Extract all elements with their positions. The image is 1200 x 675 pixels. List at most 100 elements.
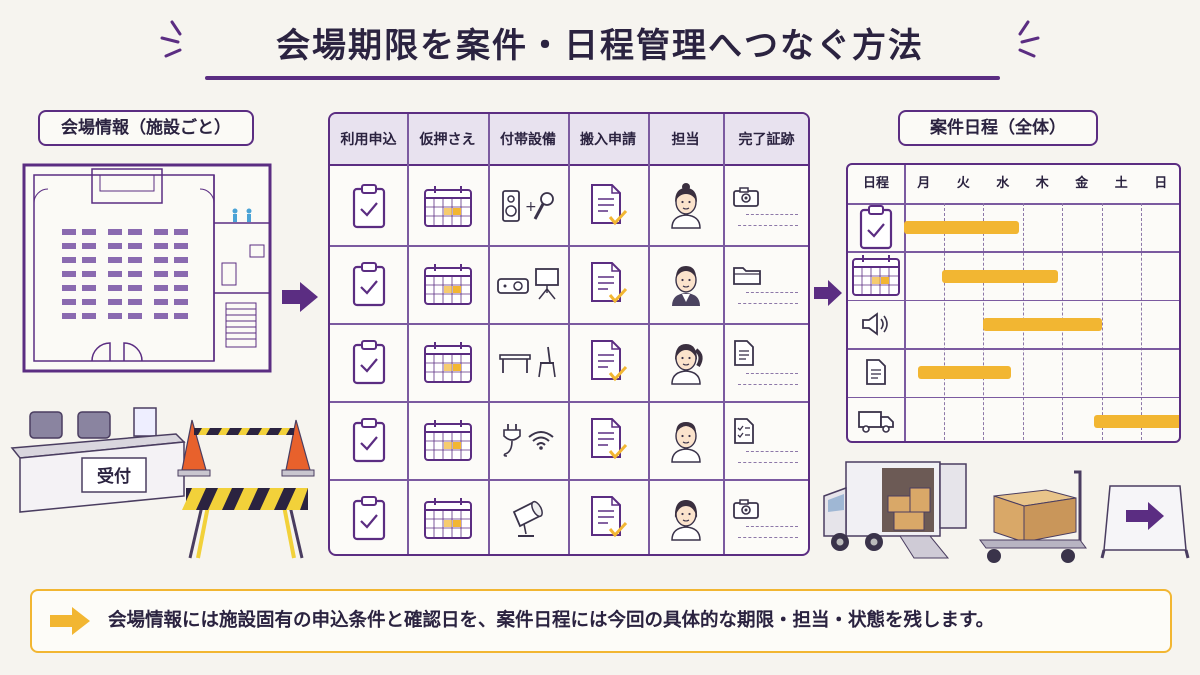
speaker-icon — [501, 189, 521, 223]
application-cell — [330, 167, 407, 245]
equipment-cell — [488, 479, 568, 554]
calendar-icon — [423, 262, 473, 306]
header-application: 利用申込 — [340, 132, 397, 148]
loading-application-cell — [568, 245, 648, 323]
calendar-icon — [423, 340, 473, 384]
checklist-icon — [732, 417, 756, 445]
application-cell — [330, 323, 407, 401]
male-staff-suit-icon — [666, 260, 706, 308]
header-equipment: 付帯設備 — [500, 132, 556, 148]
equipment-cell — [488, 245, 568, 323]
summary-note-text: 会場情報には施設固有の申込条件と確認日を、案件日程には今回の具体的な期限・担当・… — [108, 610, 995, 631]
loading-application-cell — [568, 323, 648, 401]
power-plug-icon — [501, 422, 523, 458]
truck-icon — [854, 403, 898, 439]
document-icon — [854, 354, 898, 390]
schedule-day-header: 月 — [917, 176, 931, 191]
calendar-icon — [852, 255, 900, 297]
venue-requirements-table: 利用申込 仮押さえ 付帯設備 搬入申請 担当 完了証跡 + — [328, 112, 810, 556]
doc-check-icon — [588, 183, 628, 229]
table-row — [330, 479, 808, 554]
header-completion-evidence: 完了証跡 — [738, 132, 795, 148]
clipboard-icon — [854, 205, 898, 250]
title-accent-right-icon — [1018, 20, 1040, 58]
staff-cell — [648, 167, 723, 245]
schedule-bar — [1093, 414, 1179, 428]
application-cell — [330, 401, 407, 479]
reception-sign: 受付 — [97, 467, 131, 487]
doc-check-icon — [588, 417, 628, 463]
staff-cell — [648, 401, 723, 479]
doc-check-icon — [588, 339, 628, 385]
document-icon — [732, 339, 756, 367]
camera-icon — [732, 498, 760, 520]
male-staff-icon — [666, 416, 706, 464]
equipment-cell — [488, 401, 568, 479]
tentative-hold-cell — [407, 245, 488, 323]
schedule-bar — [983, 318, 1102, 331]
clipboard-icon — [351, 183, 387, 229]
folder-icon — [732, 264, 762, 286]
loading-application-cell — [568, 167, 648, 245]
delivery-truck — [823, 461, 967, 559]
spotlight-icon — [506, 496, 550, 540]
tentative-hold-cell — [407, 323, 488, 401]
arrow-right-icon — [814, 280, 842, 306]
header-tentative-hold: 仮押さえ — [419, 132, 476, 148]
application-cell — [330, 245, 407, 323]
schedule-label: 案件日程（全体） — [898, 110, 1098, 146]
evidence-cell — [723, 167, 808, 245]
clipboard-icon — [351, 417, 387, 463]
staff-cell — [648, 479, 723, 554]
arrow-right-icon — [50, 607, 90, 635]
title-underline — [205, 76, 1000, 80]
equipment-cell — [488, 323, 568, 401]
table-row — [330, 245, 808, 323]
table-row — [330, 401, 808, 479]
svg-text:+: + — [525, 199, 537, 215]
barricade — [182, 488, 308, 559]
doc-check-icon — [588, 495, 628, 541]
table-row: + — [330, 167, 808, 245]
schedule-bar — [917, 366, 1011, 380]
camera-icon — [732, 186, 760, 208]
arrow-right-icon — [282, 282, 318, 312]
projector-icon — [496, 271, 530, 297]
schedule-header-first: 日程 — [862, 176, 889, 191]
evidence-cell — [723, 245, 808, 323]
reception-desk — [10, 407, 186, 513]
tentative-hold-cell — [407, 167, 488, 245]
wifi-icon — [527, 429, 555, 451]
tentative-hold-cell — [407, 401, 488, 479]
loading-application-cell — [568, 401, 648, 479]
schedule-bar — [904, 221, 1019, 235]
female-staff-ponytail-icon — [666, 338, 706, 386]
chair-icon — [536, 345, 558, 379]
screen-icon — [534, 267, 560, 301]
schedule-day-header: 金 — [1075, 176, 1089, 191]
female-staff-icon — [666, 182, 706, 230]
female-staff-short-icon — [666, 494, 706, 542]
project-schedule-gantt: 日程 月火水木金土日 — [846, 163, 1181, 443]
table-row — [330, 323, 808, 401]
schedule-bar — [941, 269, 1059, 283]
announcement-icon — [854, 306, 898, 342]
header-loading-application: 搬入申請 — [580, 132, 636, 148]
calendar-icon — [423, 184, 473, 228]
clipboard-icon — [351, 339, 387, 385]
doc-check-icon — [588, 261, 628, 307]
schedule-day-header: 火 — [956, 176, 970, 191]
title-accent-left-icon — [160, 20, 182, 58]
venue-floor-plan — [22, 163, 272, 373]
summary-note: 会場情報には施設固有の申込条件と確認日を、案件日程には今回の具体的な期限・担当・… — [30, 589, 1172, 653]
directional-sign-board — [1100, 485, 1190, 559]
evidence-cell — [723, 323, 808, 401]
staff-cell — [648, 323, 723, 401]
schedule-day-header: 木 — [1035, 176, 1049, 191]
staff-cell — [648, 245, 723, 323]
schedule-day-header: 日 — [1154, 176, 1168, 191]
calendar-icon — [423, 496, 473, 540]
venue-info-label: 会場情報（施設ごと） — [38, 110, 254, 146]
hand-cart — [979, 470, 1087, 563]
header-staff: 担当 — [671, 132, 700, 148]
